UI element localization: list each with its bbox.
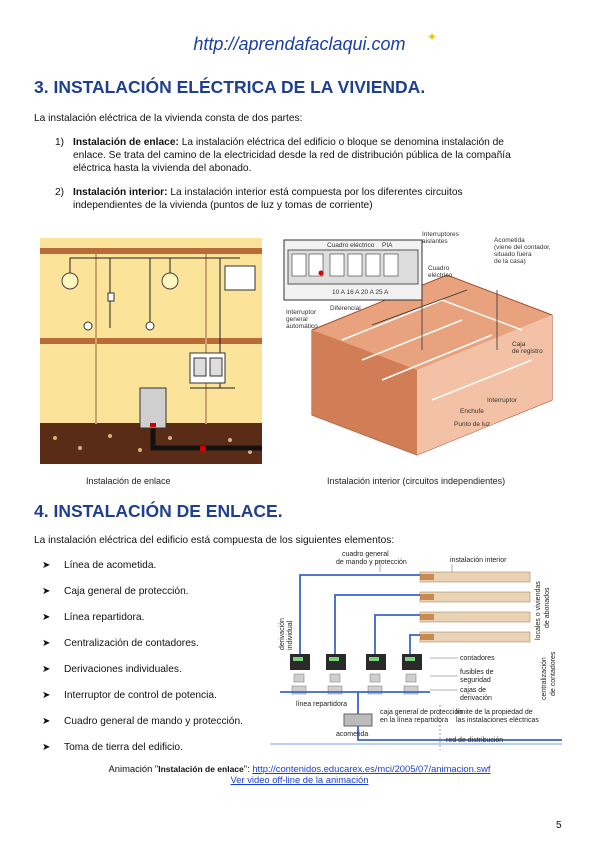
item1-line1: La instalación eléctrica del edificio o …	[181, 137, 504, 148]
list-item: ➤Derivaciones individuales.	[42, 664, 182, 675]
dlabel-red: red de distribución	[446, 737, 503, 744]
label-igab2: general	[286, 316, 308, 323]
dlabel-contadores: contadores	[460, 655, 495, 662]
animation-link[interactable]: http://contenidos.educarex.es/mci/2005/0…	[252, 763, 491, 774]
label-interruptor: Interruptor	[487, 397, 518, 404]
section3-title: 3. INSTALACIÓN ELÉCTRICA DE LA VIVIENDA.	[34, 77, 426, 97]
item1-num: 1)	[55, 137, 65, 148]
elements-list: ➤Línea de acometida. ➤Caja general de pr…	[42, 559, 262, 767]
item1-line2: enlace. Se trata del camino de la electr…	[73, 150, 511, 161]
dlabel-fusibles2: seguridad	[460, 677, 491, 684]
dlabel-locales2: de abonados	[544, 587, 551, 628]
dlabel-fusibles1: fusibles de	[460, 669, 494, 676]
diagram-instalacion-enlace: cuadro general de mando y protección ins…	[270, 550, 562, 750]
anim-prefix: Animación "	[108, 763, 159, 774]
section3-intro: La instalación eléctrica de la vivienda …	[34, 113, 303, 124]
arrow-icon: ➤	[42, 612, 51, 623]
item1-bold: Instalación de enlace:	[73, 137, 179, 148]
label-acometida4: de la casa)	[494, 258, 526, 265]
label-cuadro-elec1: Cuadro	[428, 265, 450, 272]
label-acometida3: situado fuera	[494, 251, 532, 258]
video-link-row: Ver video off-line de la animación	[0, 774, 599, 785]
illustration-instalacion-interior: Cuadro eléctrico PIA 10 A 16 A 20 A 25 A…	[283, 231, 553, 456]
list-item: ➤Interruptor de control de potencia.	[42, 690, 217, 701]
dlabel-inst-interior: instalación interior	[450, 557, 507, 564]
caption-right: Instalación interior (circuitos independ…	[327, 476, 506, 486]
sparkle-icon: ✦	[427, 30, 438, 44]
dlabel-deriv2: individual	[287, 620, 294, 650]
arrow-icon: ➤	[42, 716, 51, 727]
dlabel-limite1: límite de la propiedad de	[456, 709, 533, 716]
arrow-icon: ➤	[42, 664, 51, 675]
dlabel-deriv1: derivación	[279, 618, 286, 650]
item1-line3: eléctrica hasta la vivienda del abonado.	[73, 163, 252, 174]
dlabel-cgmp2: de mando y protección	[336, 559, 407, 566]
list-item: ➤Caja general de protección.	[42, 586, 189, 597]
label-enchufe: Enchufe	[460, 408, 484, 415]
dlabel-central1: centralización	[541, 657, 548, 700]
label-caja2: de registro	[512, 348, 543, 355]
dlabel-linea-rep: línea repartidora	[296, 701, 347, 708]
list-item: ➤Cuadro general de mando y protección.	[42, 716, 243, 727]
label-punto-luz: Punto de luz	[454, 421, 490, 428]
dlabel-cgp2: en la línea repartidora	[380, 717, 448, 724]
arrow-icon: ➤	[42, 638, 51, 649]
list-item: ➤Toma de tierra del edificio.	[42, 742, 183, 753]
anim-bold: Instalación de enlace	[158, 764, 244, 774]
dlabel-cajas2: derivación	[460, 695, 492, 702]
item2-line2: independientes de la vivienda (puntos de…	[73, 200, 373, 211]
label-igab1: Interruptor	[286, 309, 317, 316]
list-item: ➤Centralización de contadores.	[42, 638, 199, 649]
label-igab3: automático	[286, 323, 318, 330]
item1-text: Instalación de enlace: La instalación el…	[73, 137, 565, 150]
label-cuadro: Cuadro eléctrico	[327, 242, 375, 249]
label-pia: PIA	[382, 242, 393, 249]
dlabel-cgmp1: cuadro general	[342, 551, 389, 558]
arrow-icon: ➤	[42, 560, 51, 571]
label-diferencial: Diferencial	[330, 305, 361, 312]
header-url: http://aprendafaclaqui.com	[193, 34, 406, 54]
list-item: ➤Línea de acometida.	[42, 560, 157, 571]
arrow-icon: ➤	[42, 586, 51, 597]
dlabel-central2: de contadores	[550, 651, 557, 696]
section4-intro: La instalación eléctrica del edificio es…	[34, 535, 395, 546]
caption-left: Instalación de enlace	[86, 476, 171, 486]
item2-bold: Instalación interior:	[73, 187, 168, 198]
label-interruptores: Interruptores	[422, 231, 460, 238]
item2-num: 2)	[55, 187, 65, 198]
dlabel-acometida: acometida	[336, 731, 368, 738]
label-acometida1: Acometida	[494, 237, 525, 244]
label-cuadro-elec2: eléctrico	[428, 272, 453, 279]
arrow-icon: ➤	[42, 690, 51, 701]
anim-mid: ":	[243, 763, 253, 774]
video-offline-link[interactable]: Ver video off-line de la animación	[230, 774, 369, 785]
animation-reference: Animación "Instalación de enlace": http:…	[0, 763, 599, 774]
dlabel-cgp1: caja general de protección	[380, 709, 462, 716]
arrow-icon: ➤	[42, 742, 51, 753]
section4-title: 4. INSTALACIÓN DE ENLACE.	[34, 501, 283, 521]
label-acometida2: (viene del contador,	[494, 244, 551, 251]
page-number: 5	[556, 820, 562, 831]
item2-text: Instalación interior: La instalación int…	[73, 187, 463, 200]
label-caja1: Caja	[512, 341, 526, 348]
label-aislantes: aislantes	[422, 238, 448, 245]
item2-line1: La instalación interior está compuesta p…	[170, 187, 463, 198]
dlabel-locales1: locales o viviendas	[535, 581, 542, 640]
list-item: ➤Línea repartidora.	[42, 612, 145, 623]
illustration-instalacion-enlace	[40, 238, 262, 464]
dlabel-cajas1: cajas de	[460, 687, 486, 694]
label-amps: 10 A 16 A 20 A 25 A	[332, 289, 389, 296]
dlabel-limite2: las instalaciones eléctricas	[456, 717, 539, 724]
